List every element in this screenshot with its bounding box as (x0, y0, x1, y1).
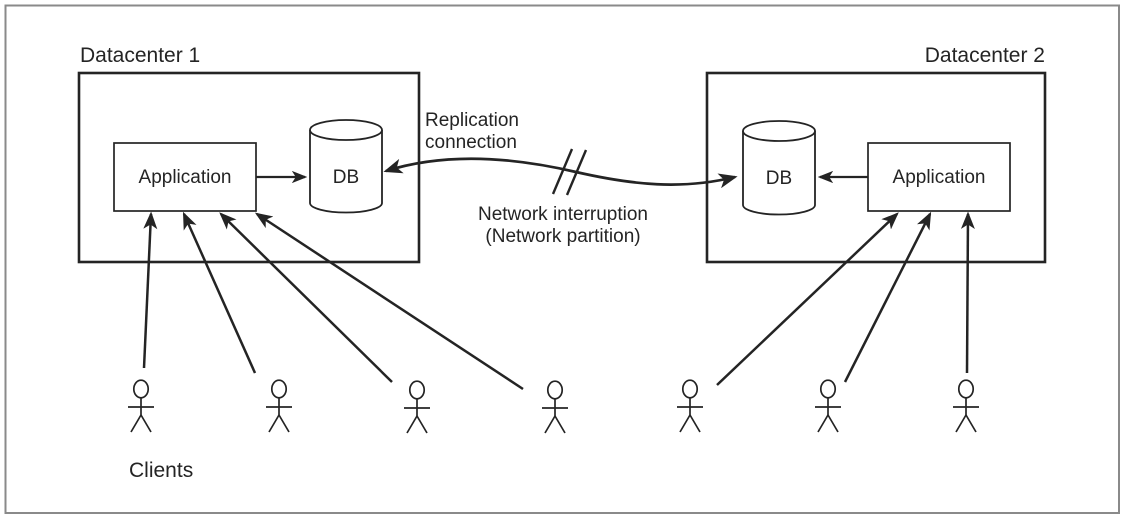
client-arrow (254, 212, 524, 391)
client-arrow (219, 212, 393, 383)
clients-group-left (127, 211, 569, 434)
client-arrow (182, 211, 257, 374)
client-arrow (843, 211, 932, 383)
figure-frame (4, 4, 1120, 514)
db-2-label: DB (766, 168, 792, 189)
client-arrow (142, 211, 158, 369)
db-cylinder-2: DB (742, 120, 816, 216)
replication-arrow (383, 157, 738, 189)
application-2-label: Application (893, 167, 986, 188)
client-figure-icon (265, 379, 293, 433)
clients-label: Clients (129, 459, 193, 482)
clients-group-right (676, 211, 980, 433)
replication-label-line2: connection (425, 132, 517, 153)
db-1-label: DB (333, 167, 359, 188)
datacenter-1-title: Datacenter 1 (80, 44, 200, 67)
replication-label-line1: Replication (425, 110, 519, 131)
application-1-label: Application (139, 167, 232, 188)
replication-link-group: Replication connection Network interrupt… (383, 110, 738, 247)
interruption-slashes (551, 148, 588, 196)
application-box-2 (867, 142, 1011, 212)
datacenter-1-group: Datacenter 1 DB Application (77, 44, 421, 264)
client-figure-icon (127, 379, 155, 433)
datacenter-2-title: Datacenter 2 (925, 44, 1045, 67)
client-figure-icon (676, 379, 704, 433)
client-figure-icon (541, 380, 569, 434)
network-interruption-label-line1: Network interruption (478, 204, 648, 225)
client-arrow (716, 212, 899, 386)
client-figure-icon (814, 379, 842, 433)
datacenter-2-group: Datacenter 2 DB Application (705, 44, 1047, 264)
db-cylinder-1: DB (309, 119, 383, 214)
client-arrow (960, 211, 975, 374)
application-box-1 (113, 142, 257, 212)
client-figure-icon (403, 380, 431, 434)
client-figure-icon (952, 379, 980, 433)
network-interruption-label-line2: (Network partition) (485, 226, 640, 247)
